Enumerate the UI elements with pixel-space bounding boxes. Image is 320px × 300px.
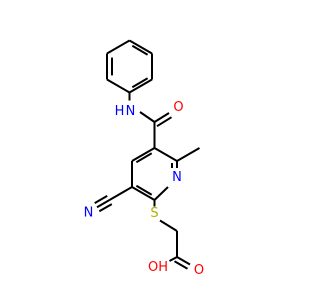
nitrile-group (94, 186, 133, 213)
bond (128, 78, 153, 94)
amide-hydrogen-label: H (115, 104, 125, 119)
amide-oxygen-label: O (173, 100, 183, 115)
bond (169, 256, 178, 262)
carbonyl-oxygen-label: O (194, 263, 204, 278)
bond (94, 195, 108, 204)
bond (128, 39, 153, 55)
bond (131, 77, 149, 89)
bond (96, 199, 110, 209)
bond (131, 44, 149, 56)
bond (131, 186, 156, 201)
bond (139, 111, 156, 123)
amide-group (128, 92, 173, 148)
bond (98, 203, 113, 213)
bond (135, 184, 153, 196)
amide-nitrogen-label: N (126, 104, 136, 119)
bond (153, 147, 178, 162)
hydroxyl-label: OH (148, 260, 168, 275)
sulfur-label: S (150, 206, 158, 221)
bond (153, 112, 170, 123)
bond (153, 186, 169, 201)
bond (131, 147, 156, 162)
pyridine-ring (131, 147, 178, 201)
ring-nitrogen-label: N (172, 170, 182, 185)
thioacetic-acid-group (153, 200, 191, 270)
molecule-structure: H N O N N S OH O (84, 39, 204, 278)
bond (106, 39, 131, 55)
bond (106, 78, 131, 94)
methyl-bond (176, 147, 201, 162)
bond (156, 116, 173, 128)
phenyl-ring (106, 39, 153, 94)
bond (174, 260, 188, 270)
bond (135, 152, 153, 164)
bond (159, 219, 178, 232)
bond (176, 256, 191, 266)
bond (108, 186, 133, 201)
nitrile-nitrogen-label: N (84, 206, 94, 221)
